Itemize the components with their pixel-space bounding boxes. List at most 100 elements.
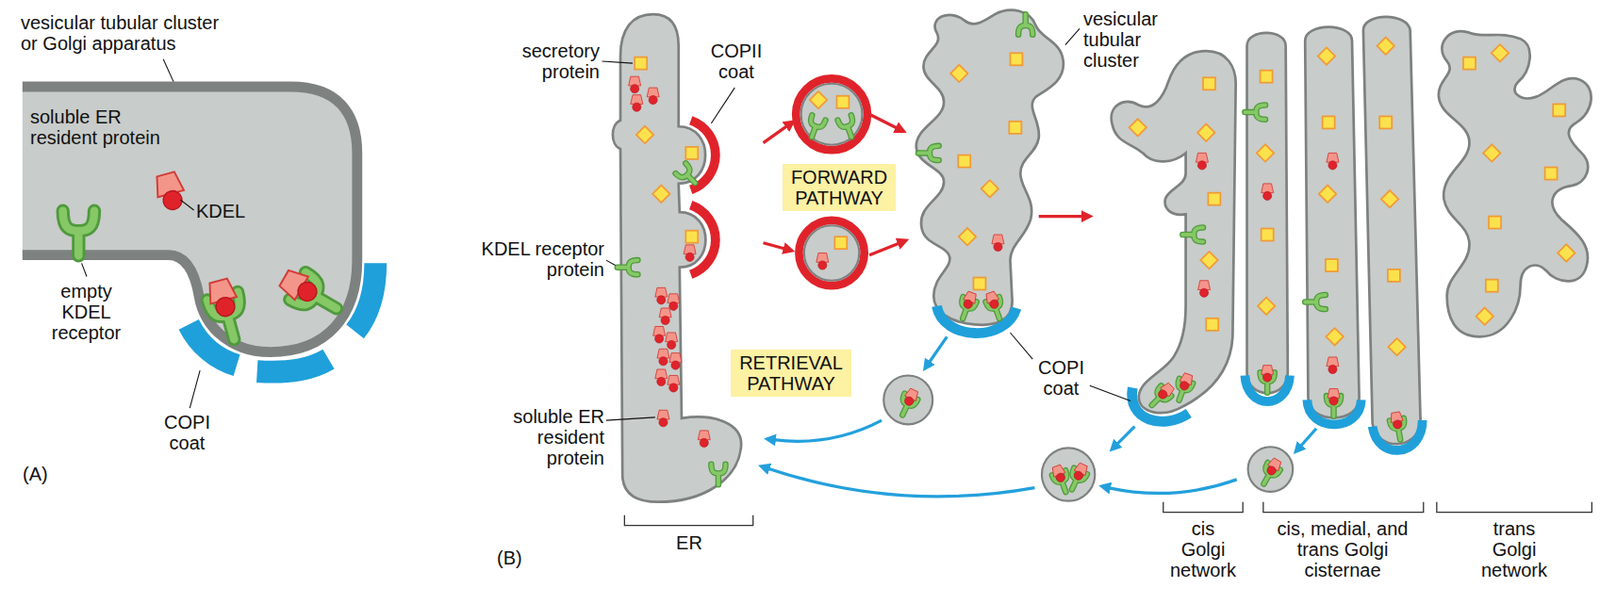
vesicle bbox=[804, 225, 859, 281]
cargo-protein bbox=[981, 180, 999, 198]
bound-receptor bbox=[1388, 411, 1408, 441]
kdel-receptor bbox=[710, 464, 726, 486]
coat-label: COPII coat bbox=[709, 40, 763, 83]
cargo-protein bbox=[1485, 280, 1499, 293]
cargo-protein bbox=[809, 91, 827, 109]
kdel-receptor bbox=[1182, 227, 1204, 242]
cargo-protein bbox=[1325, 259, 1338, 272]
er-protein bbox=[683, 245, 696, 263]
cargo-protein bbox=[950, 65, 968, 83]
pathway-box: RETRIEVAL PATHWAY bbox=[730, 349, 852, 397]
bound-receptor bbox=[895, 387, 921, 419]
er-protein bbox=[1326, 152, 1339, 170]
er-protein bbox=[667, 375, 680, 393]
receptor-label-text: empty KDEL receptor bbox=[50, 280, 122, 344]
cargo-protein bbox=[1476, 307, 1494, 325]
protein-label: soluble ER resident protein bbox=[30, 106, 163, 149]
cargo-protein bbox=[685, 147, 698, 160]
er-protein bbox=[653, 326, 666, 344]
membrane-lumen bbox=[22, 86, 358, 353]
leader-line bbox=[181, 199, 195, 211]
er-protein bbox=[697, 430, 710, 448]
kdel-receptor bbox=[63, 211, 95, 257]
er-protein bbox=[1261, 183, 1274, 201]
leader-line bbox=[189, 370, 200, 409]
leader-line bbox=[163, 59, 174, 83]
cargo-protein bbox=[1387, 269, 1401, 282]
copi-coat bbox=[937, 306, 1017, 334]
trans-golgi-network bbox=[1438, 31, 1592, 337]
bound-receptor bbox=[1065, 461, 1090, 494]
cargo-protein bbox=[1387, 338, 1405, 356]
er-protein bbox=[655, 369, 668, 387]
leader-line bbox=[1065, 28, 1080, 45]
receptor-label-text: KDEL receptor protein bbox=[478, 238, 605, 281]
panel-letter-text: (B) bbox=[496, 547, 525, 569]
cargo-protein bbox=[1491, 44, 1509, 62]
bracket bbox=[624, 515, 753, 527]
bound-receptor bbox=[1326, 389, 1341, 417]
arrow bbox=[773, 420, 882, 442]
cargo-protein bbox=[1325, 328, 1343, 346]
panel-letter-text: (A) bbox=[22, 463, 50, 485]
compartment-label-text: cis, medial, and trans Golgi cisternae bbox=[1273, 518, 1412, 581]
cargo-protein bbox=[957, 155, 971, 168]
cargo-protein bbox=[1318, 47, 1336, 65]
bracket bbox=[1163, 502, 1243, 513]
er-protein bbox=[646, 87, 660, 105]
panel-letter: (A) bbox=[22, 463, 50, 485]
cargo-protein bbox=[1379, 115, 1392, 129]
compartment-label: trans Golgi network bbox=[1480, 518, 1549, 581]
arrow bbox=[763, 243, 787, 249]
kdel-receptor bbox=[1304, 295, 1326, 310]
pathway-box-text: RETRIEVAL PATHWAY bbox=[738, 352, 844, 395]
er-protein bbox=[991, 234, 1005, 252]
cargo-protein bbox=[834, 236, 847, 249]
cargo-protein bbox=[1557, 244, 1575, 262]
region-label: vesicular tubular cluster or Golgi appar… bbox=[20, 12, 222, 54]
cargo-protein bbox=[685, 230, 698, 244]
protein-label-text: soluble ER resident protein bbox=[30, 106, 163, 149]
cargo-protein bbox=[1483, 144, 1501, 162]
leader-line bbox=[710, 87, 735, 124]
membrane bbox=[22, 86, 358, 353]
cargo-protein bbox=[958, 228, 976, 246]
leader-line bbox=[606, 260, 616, 265]
cargo-protein bbox=[1552, 103, 1566, 116]
bound-receptor bbox=[276, 264, 345, 323]
cargo-protein bbox=[1261, 229, 1274, 242]
er-membrane bbox=[612, 14, 742, 503]
er-protein bbox=[657, 410, 670, 428]
protein-label: soluble ER resident protein bbox=[511, 406, 605, 469]
kdel-receptor bbox=[1244, 105, 1266, 120]
leader-line bbox=[606, 417, 656, 421]
arrow bbox=[928, 336, 947, 363]
compartment-label-text: cis Golgi network bbox=[1169, 518, 1238, 581]
cargo-protein bbox=[1207, 193, 1221, 206]
cargo-protein bbox=[1260, 70, 1273, 83]
kdel-receptor bbox=[805, 115, 826, 140]
cargo-protein bbox=[1009, 52, 1023, 66]
protein-label-text: soluble ER resident protein bbox=[511, 406, 605, 469]
cargo-protein bbox=[1008, 121, 1022, 134]
er-protein bbox=[816, 253, 829, 271]
cargo-protein bbox=[973, 278, 986, 291]
kdel-receptor bbox=[676, 163, 701, 188]
er-protein bbox=[1198, 280, 1211, 298]
cargo-protein bbox=[1203, 77, 1216, 90]
bound-receptor bbox=[1172, 372, 1196, 404]
cargo-protein bbox=[636, 126, 654, 144]
leader-line bbox=[602, 61, 633, 64]
er-protein bbox=[1326, 357, 1339, 375]
receptor-label: empty KDEL receptor bbox=[50, 280, 122, 344]
copii-coat bbox=[798, 220, 864, 286]
er-protein bbox=[655, 287, 668, 305]
cargo-protein bbox=[1545, 167, 1558, 181]
er-protein bbox=[628, 76, 642, 94]
vesicle bbox=[1248, 446, 1294, 493]
arrow bbox=[767, 468, 1036, 497]
cargo-protein bbox=[1257, 297, 1275, 315]
bound-receptor bbox=[983, 290, 1007, 322]
arrow bbox=[1039, 214, 1085, 218]
